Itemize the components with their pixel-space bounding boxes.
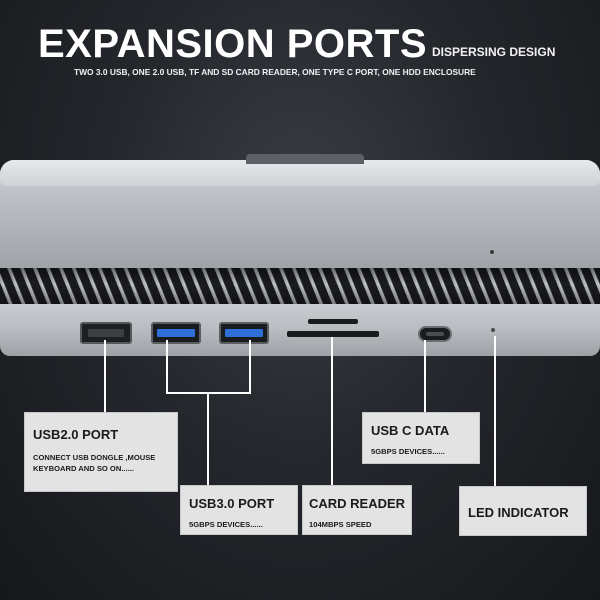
connector-usb2: [104, 340, 106, 412]
device-top-lid: [0, 160, 600, 186]
callout-usb-c-title: USB C DATA: [371, 423, 450, 438]
cooling-vent-shade: [0, 268, 600, 304]
page-title: EXPANSION PORTS: [38, 22, 428, 66]
connector-led: [494, 336, 496, 486]
callout-usb2-port: USB2.0 PORT CONNECT USB DONGLE ,MOUSE KE…: [24, 412, 178, 492]
connector-usb3-left: [166, 340, 168, 394]
top-indicator-dot: [490, 250, 494, 254]
connector-usb3-right: [249, 340, 251, 394]
usb3-port-1-icon: [151, 322, 201, 344]
subtitle: TWO 3.0 USB, ONE 2.0 USB, TF AND SD CARD…: [74, 67, 476, 77]
title-aside: DISPERSING DESIGN: [432, 45, 556, 59]
callout-usb2-title: USB2.0 PORT: [33, 427, 119, 442]
callout-usb2-desc: CONNECT USB DONGLE ,MOUSE KEYBOARD AND S…: [33, 453, 156, 473]
led-indicator-icon: [491, 328, 495, 332]
callout-card-reader-title: CARD READER: [309, 496, 406, 511]
connector-usb-c: [424, 340, 426, 412]
sd-slot-icon: [308, 319, 358, 324]
connector-card-reader: [331, 337, 333, 485]
callout-card-reader: CARD READER 104MBPS SPEED: [302, 485, 412, 535]
callout-led-indicator: LED INDICATOR: [459, 486, 587, 536]
callout-usb-c: USB C DATA 5GBPS DEVICES......: [362, 412, 480, 464]
callout-usb3-desc: 5GBPS DEVICES......: [189, 520, 263, 529]
callout-usb3-port: USB3.0 PORT 5GBPS DEVICES......: [180, 485, 298, 535]
callout-usb-c-desc: 5GBPS DEVICES......: [371, 447, 445, 456]
usb-c-port-icon: [418, 326, 452, 342]
usb3-port-2-icon: [219, 322, 269, 344]
device-top-notch: [246, 154, 364, 164]
callout-card-reader-desc: 104MBPS SPEED: [309, 520, 372, 529]
callout-usb3-title: USB3.0 PORT: [189, 496, 275, 511]
connector-usb3-down: [207, 392, 209, 485]
callout-led-title: LED INDICATOR: [468, 505, 569, 520]
tf-slot-icon: [287, 331, 379, 337]
cooling-vent: [0, 268, 600, 304]
usb2-port-icon: [80, 322, 132, 344]
